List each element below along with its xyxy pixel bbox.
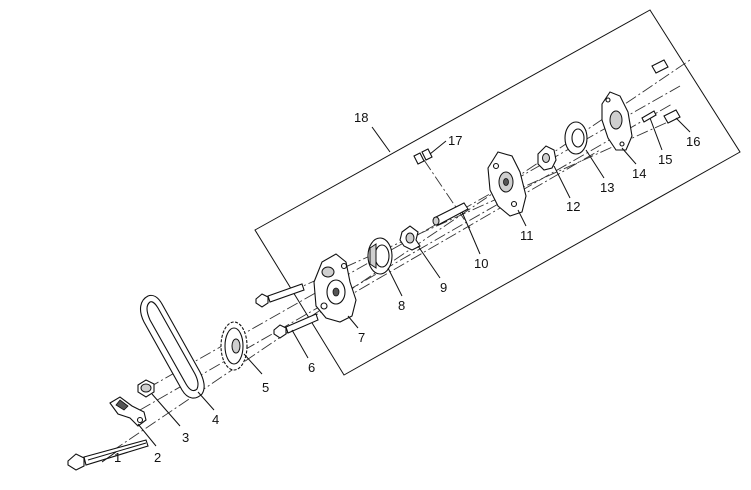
part-4-chain — [139, 294, 205, 399]
part-3-fitting — [137, 379, 155, 398]
callout-9: 9 — [440, 280, 447, 295]
part-8-ring — [367, 237, 393, 275]
callout-1: 1 — [114, 450, 121, 465]
callout-5: 5 — [262, 380, 269, 395]
leader-lines — [101, 117, 691, 463]
callout-3: 3 — [182, 430, 189, 445]
assembly-center-lines — [95, 59, 691, 463]
part-9-rotor — [399, 225, 421, 251]
part-13-ring — [564, 121, 588, 155]
assembly-18-frame — [254, 9, 741, 376]
callout-12: 12 — [566, 199, 580, 214]
callout-2: 2 — [154, 450, 161, 465]
part-16-dowel — [651, 59, 681, 124]
part-15-pin — [641, 110, 657, 123]
callout-6: 6 — [308, 360, 315, 375]
part-14-cover — [601, 91, 633, 151]
callout-13: 13 — [600, 180, 614, 195]
callout-15: 15 — [658, 152, 672, 167]
callout-18: 18 — [354, 110, 368, 125]
callout-10: 10 — [474, 256, 488, 271]
part-2-chain-tensioner — [109, 396, 147, 427]
callout-labels: 1 2 3 4 5 6 7 8 9 10 11 12 13 14 15 16 1… — [114, 110, 700, 465]
part-6-bolts — [255, 283, 319, 339]
callout-16: 16 — [686, 134, 700, 149]
part-7-pump-body — [313, 253, 357, 323]
callout-14: 14 — [632, 166, 646, 181]
callout-4: 4 — [212, 412, 219, 427]
part-5-sprocket — [220, 321, 248, 371]
part-11-housing — [487, 151, 527, 217]
part-12-rotor — [537, 145, 557, 171]
part-1-bolt — [67, 439, 149, 471]
callout-8: 8 — [398, 298, 405, 313]
part-17-pins — [413, 148, 433, 165]
callout-17: 17 — [448, 133, 462, 148]
part-10-shaft — [432, 202, 469, 226]
callout-7: 7 — [358, 330, 365, 345]
callout-11: 11 — [520, 228, 534, 243]
